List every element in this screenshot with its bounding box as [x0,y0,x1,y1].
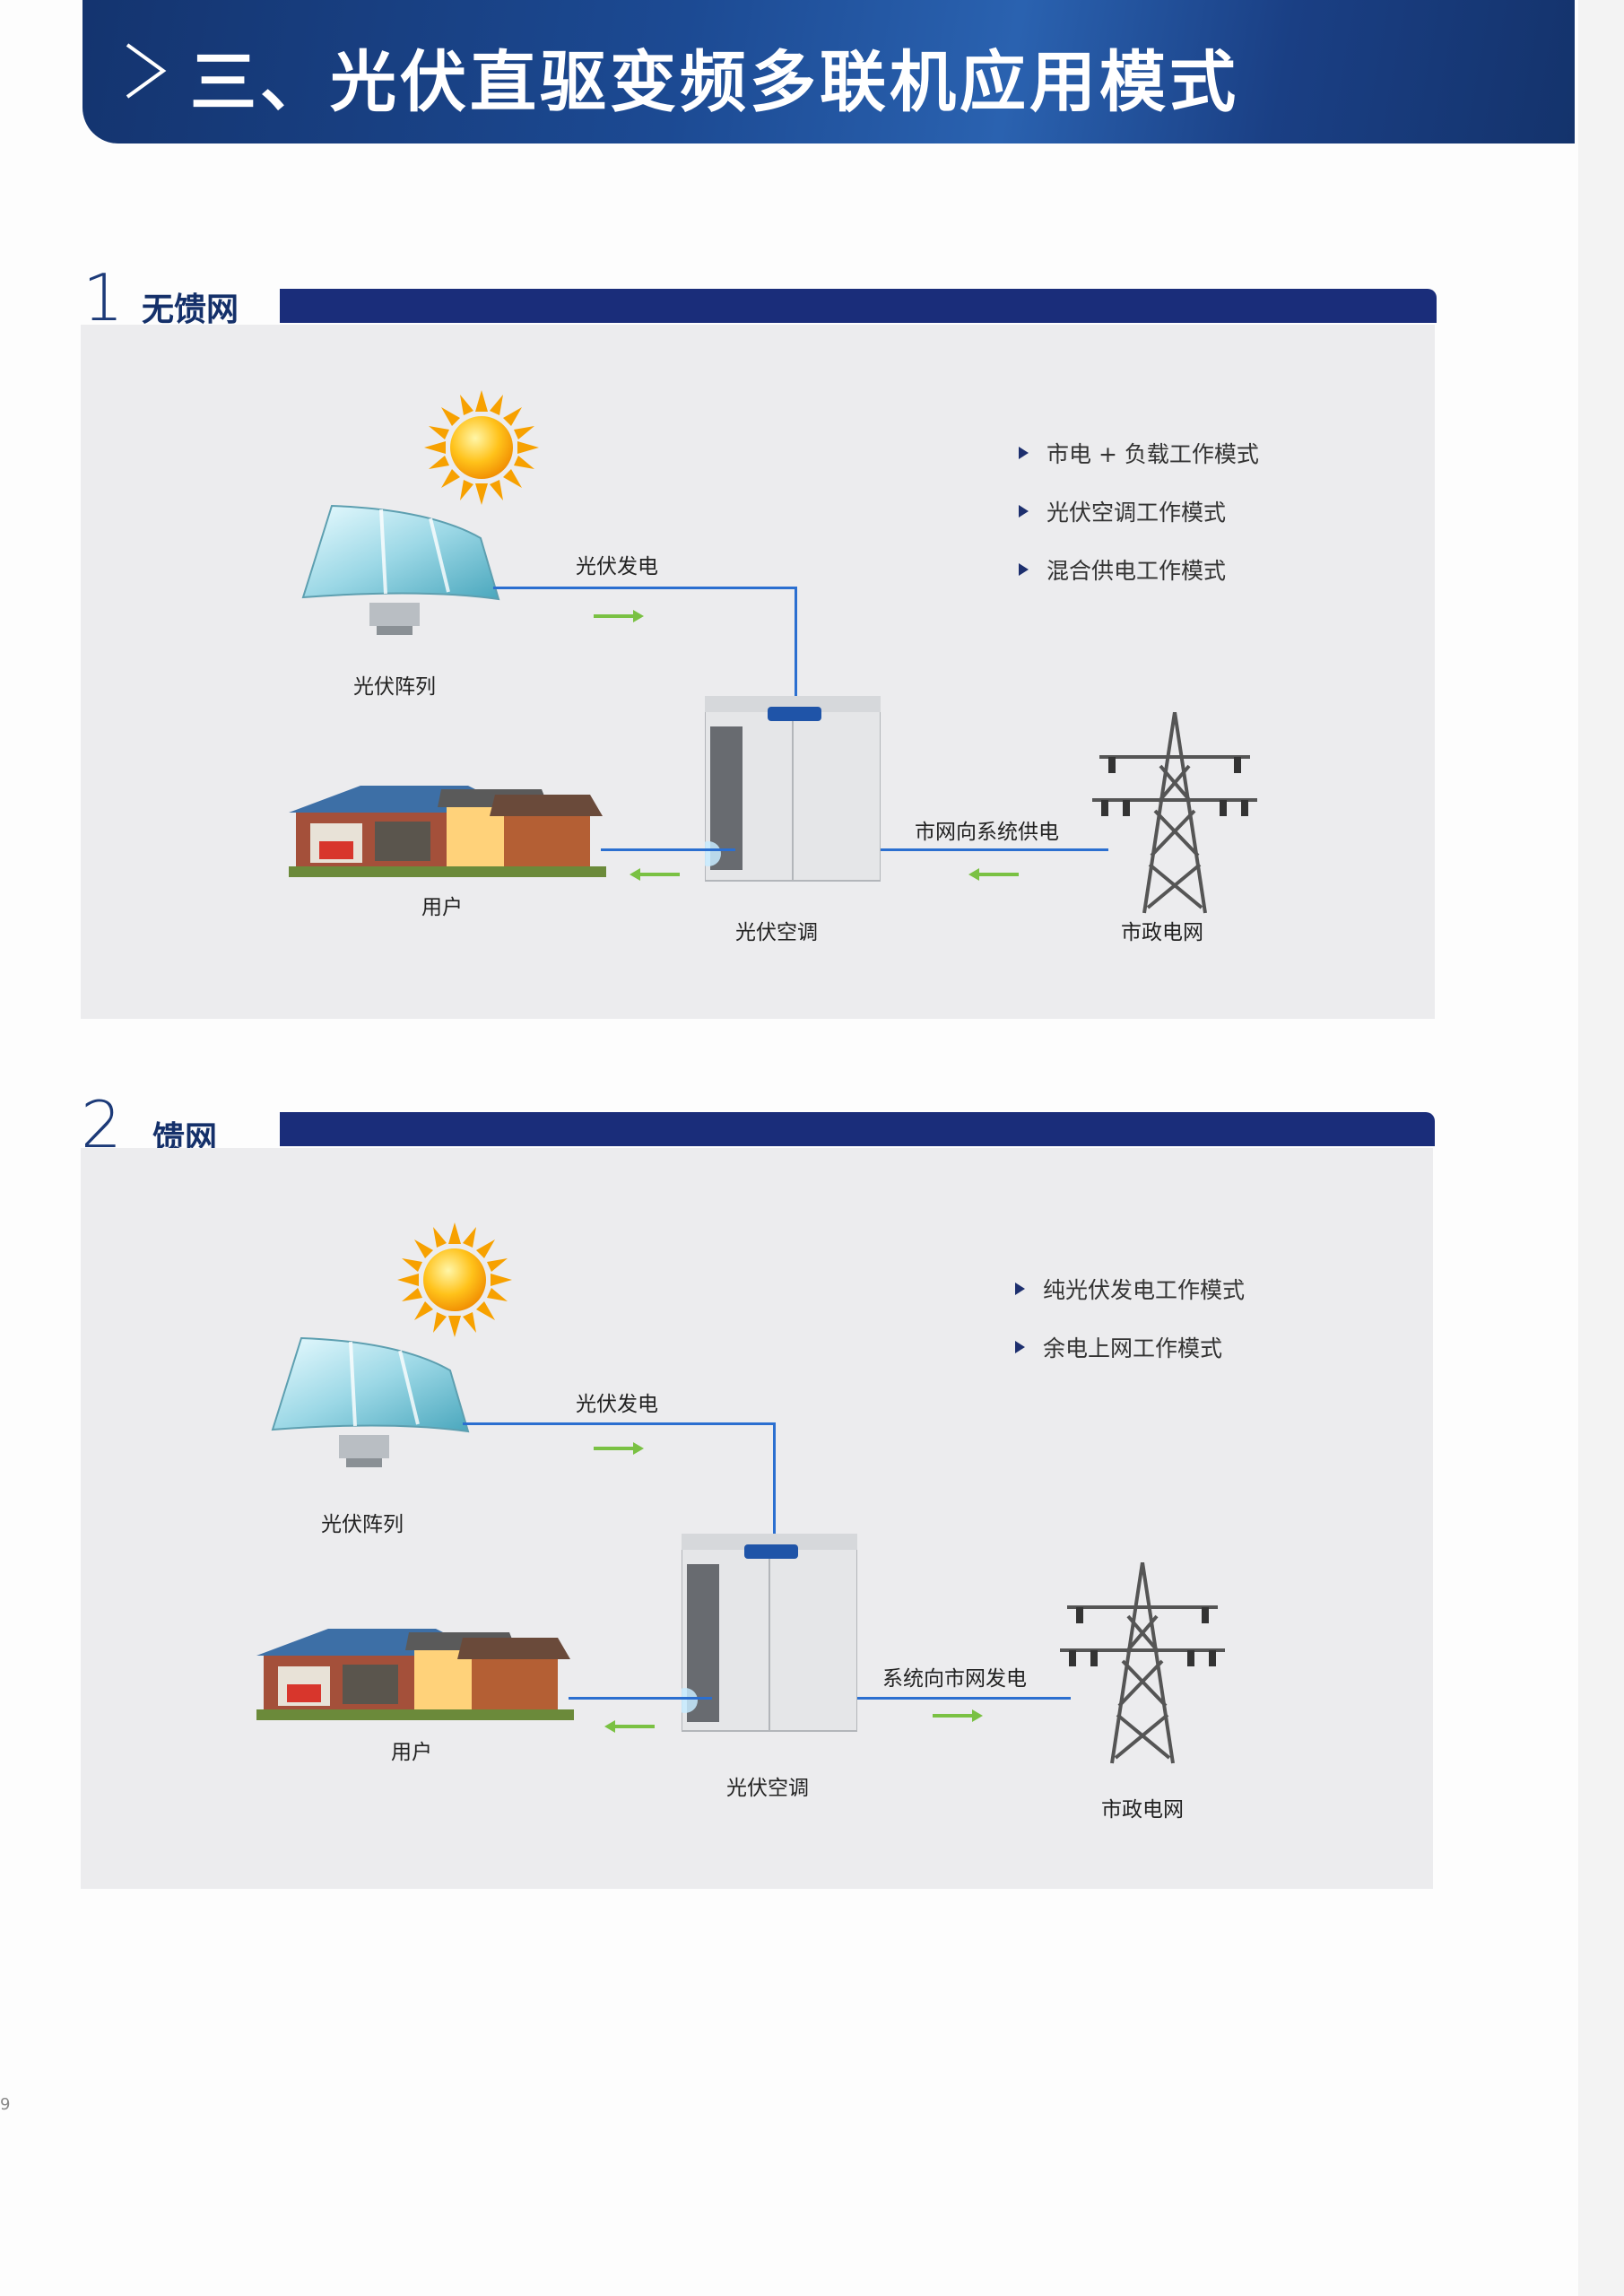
section-1-number: 1 [83,260,124,335]
section-2-bar [280,1112,1435,1146]
triangle-bullet-icon [1015,1282,1025,1295]
mode-item: 市电 + 负载工作模式 [1019,423,1259,482]
section-1-bar [280,289,1437,323]
mode-list: 纯光伏发电工作模式 余电上网工作模式 [1015,1259,1245,1376]
arrow-left-icon [604,1720,655,1733]
arrow-left-icon [630,868,680,881]
ac-to-user-line [569,1697,712,1700]
page-number: 9 [0,2095,11,2114]
page-edge [1578,0,1624,2296]
house-icon [289,786,606,877]
sun-icon [397,1222,512,1337]
mode-item: 光伏空调工作模式 [1019,482,1259,540]
mode-item: 余电上网工作模式 [1015,1318,1245,1376]
mode-item: 混合供电工作模式 [1019,540,1259,598]
triangle-bullet-icon [1019,562,1029,576]
sun-icon [424,390,539,505]
ac-unit-icon [682,1534,857,1732]
arrow-right-icon [594,610,644,622]
label-grid: 市政电网 [1101,1798,1184,1822]
label-pv-generation: 光伏发电 [576,1393,658,1416]
section-1-panel: 光伏发电 光伏阵列 用户 光伏空调 市网向系统供电 市政电网 市电 + 负载工作… [81,325,1435,1019]
section-1-title: 无馈网 [142,291,239,328]
ac-unit-icon [705,696,881,882]
pv-to-ac-line-h [463,1422,775,1425]
label-pv-array: 光伏阵列 [353,675,436,699]
label-pv-generation: 光伏发电 [576,555,658,578]
arrow-left-icon [968,868,1019,881]
solar-panel-icon [271,1336,470,1467]
power-tower-icon [1060,1562,1225,1764]
label-grid: 市政电网 [1121,921,1203,944]
triangle-bullet-icon [1015,1340,1025,1353]
label-pv-ac: 光伏空调 [726,1777,809,1800]
label-grid-flow: 系统向市网发电 [882,1667,1027,1691]
header-banner: 三、光伏直驱变频多联机应用模式 [83,0,1575,144]
arrow-right-icon [933,1709,983,1722]
solar-panel-icon [301,504,500,635]
chevron-right-icon [126,43,167,99]
page-title: 三、光伏直驱变频多联机应用模式 [190,44,1239,121]
label-pv-array: 光伏阵列 [321,1513,404,1536]
arrow-right-icon [594,1442,644,1455]
power-tower-icon [1092,712,1257,914]
label-user: 用户 [391,1741,432,1764]
grid-line [857,1697,1071,1700]
label-grid-flow: 市网向系统供电 [915,821,1059,844]
grid-line [881,848,1108,851]
triangle-bullet-icon [1019,504,1029,517]
ac-to-user-line [601,848,735,851]
pv-to-ac-line-v [795,587,797,696]
pv-to-ac-line-h [493,587,796,589]
pv-to-ac-line-v [773,1422,776,1534]
section-2-number: 2 [81,1087,122,1162]
house-icon [256,1629,574,1720]
section-2-panel: 光伏发电 光伏阵列 用户 光伏空调 系统向市网发电 市政电网 纯光伏发电工作模式… [81,1148,1433,1889]
triangle-bullet-icon [1019,446,1029,459]
label-pv-ac: 光伏空调 [735,921,818,944]
mode-item: 纯光伏发电工作模式 [1015,1259,1245,1318]
label-user: 用户 [421,896,463,919]
mode-list: 市电 + 负载工作模式 光伏空调工作模式 混合供电工作模式 [1019,423,1259,598]
